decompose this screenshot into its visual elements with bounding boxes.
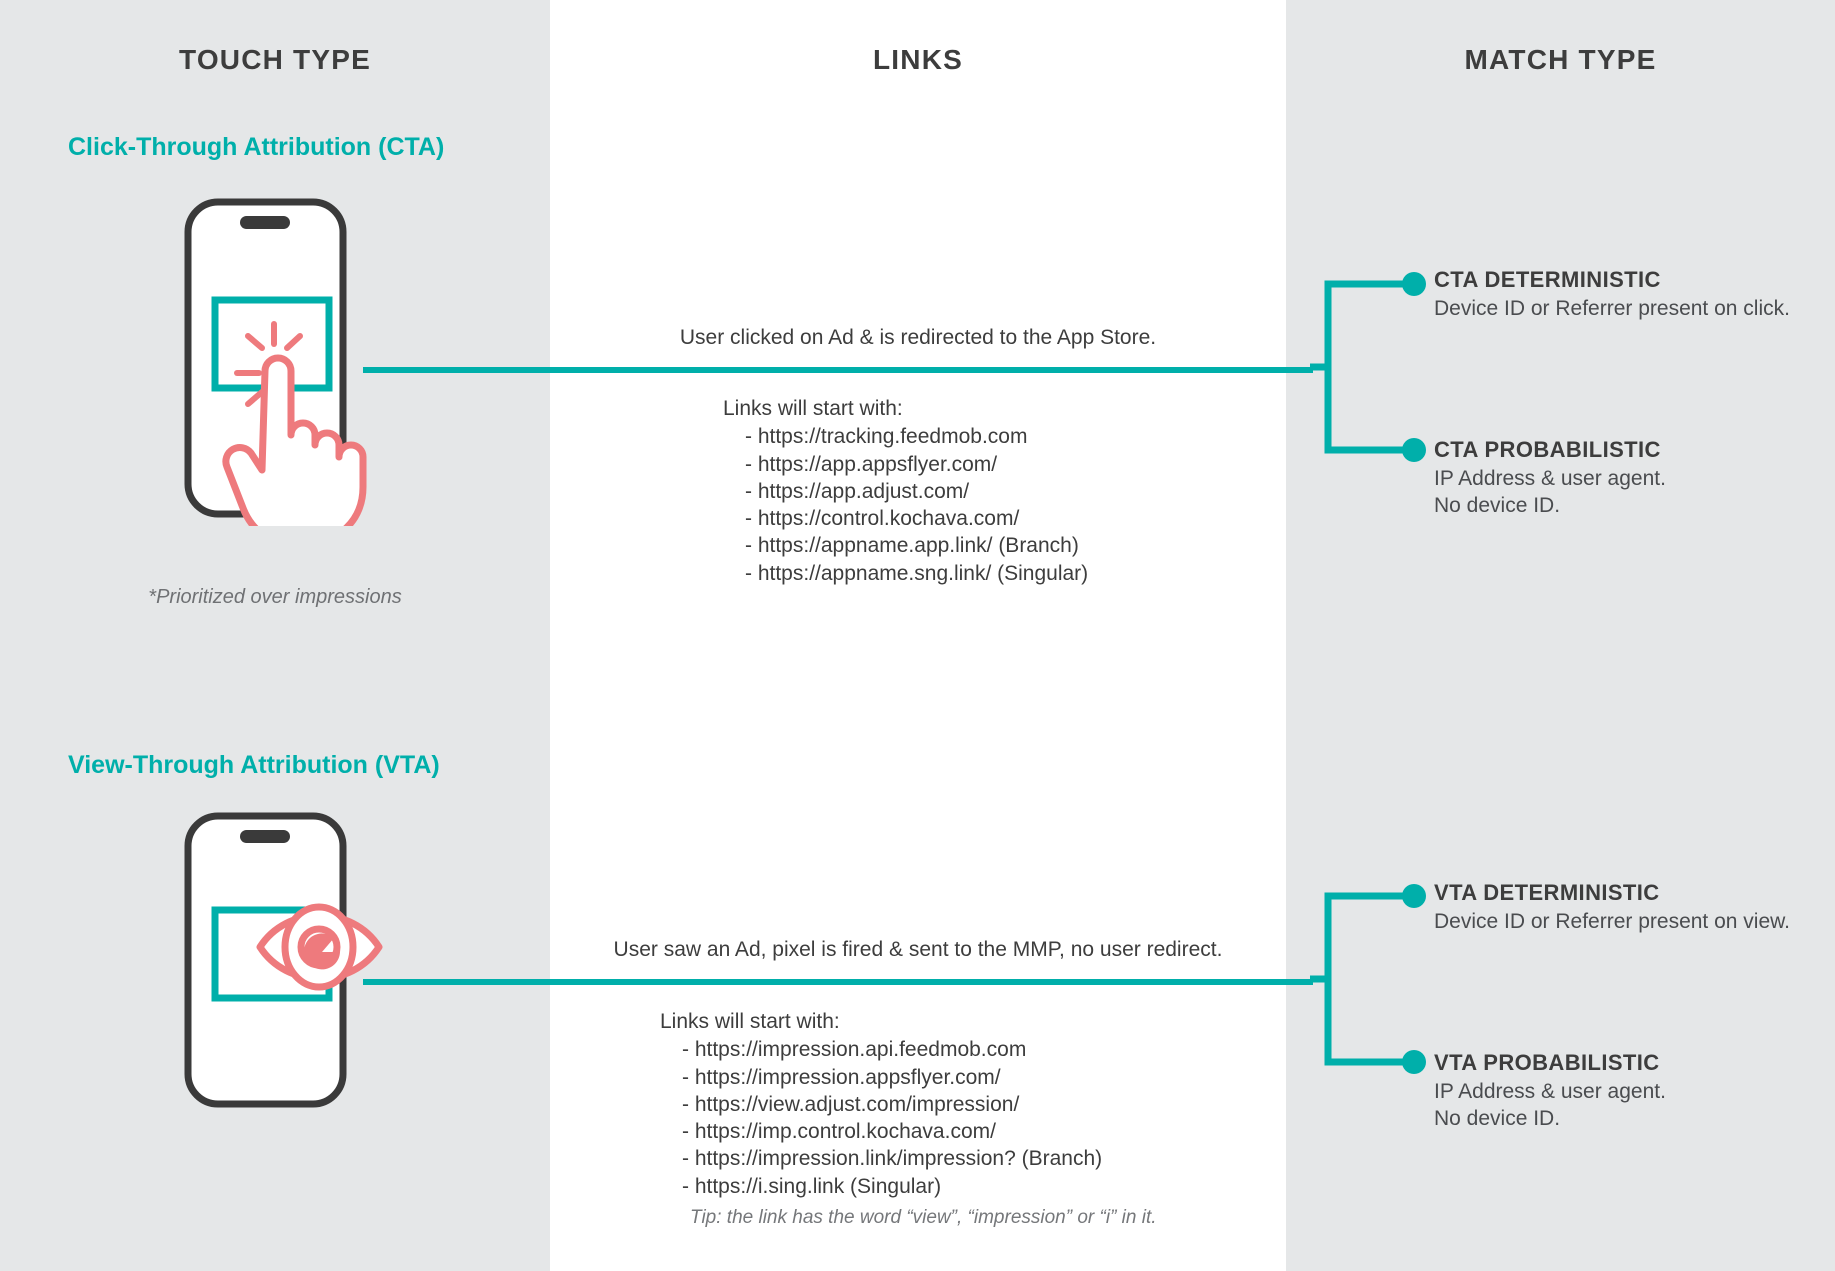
list-item: - https://impression.appsflyer.com/	[682, 1065, 1001, 1089]
cta-footnote: *Prioritized over impressions	[148, 586, 402, 608]
list-item: - https://impression.api.feedmob.com	[682, 1038, 1027, 1062]
match-description: IP Address & user agent. No device ID.	[1434, 1080, 1666, 1130]
cta-section-title: Click-Through Attribution (CTA)	[68, 133, 445, 161]
match-title: CTA DETERMINISTIC	[1434, 267, 1661, 292]
match-item-vta-deterministic: VTA DETERMINISTIC Device ID or Referrer …	[1434, 880, 1829, 936]
list-item: - https://control.kochava.com/	[745, 507, 1020, 531]
list-item: - https://impression.link/impression? (B…	[682, 1147, 1103, 1171]
phone-with-tap-hand-icon	[182, 196, 402, 526]
vta-tip-text: Tip: the link has the word “view”, “impr…	[690, 1207, 1157, 1229]
cta-links-list: Links will start with: - https://trackin…	[723, 395, 1088, 587]
match-title: VTA DETERMINISTIC	[1434, 880, 1660, 905]
match-description: Device ID or Referrer present on view.	[1434, 910, 1790, 933]
match-description: Device ID or Referrer present on click.	[1434, 297, 1790, 320]
vta-links-label: Links will start with:	[660, 1010, 840, 1033]
match-item-vta-probabilistic: VTA PROBABILISTIC IP Address & user agen…	[1434, 1050, 1829, 1133]
list-item: - https://view.adjust.com/impression/	[682, 1092, 1020, 1116]
cta-links-label: Links will start with:	[723, 397, 903, 420]
vta-links-list: Links will start with: - https://impress…	[660, 1008, 1157, 1231]
vta-connector-line	[363, 979, 1313, 985]
vta-lead-text: User saw an Ad, pixel is fired & sent to…	[613, 938, 1223, 961]
list-item: - https://tracking.feedmob.com	[745, 425, 1028, 449]
links-column-background	[550, 0, 1286, 1271]
cta-lead-text: User clicked on Ad & is redirected to th…	[679, 326, 1157, 349]
links-header: LINKS	[873, 44, 963, 75]
cta-connector-line	[363, 367, 1313, 373]
list-item: - https://appname.sng.link/ (Singular)	[745, 561, 1089, 585]
list-item: - https://imp.control.kochava.com/	[682, 1120, 996, 1144]
match-item-cta-deterministic: CTA DETERMINISTIC Device ID or Referrer …	[1434, 267, 1829, 323]
list-item: - https://appname.app.link/ (Branch)	[745, 534, 1079, 558]
touch-type-header: TOUCH TYPE	[179, 44, 371, 75]
cta-bracket-connector	[1306, 262, 1440, 467]
match-title: VTA PROBABILISTIC	[1434, 1050, 1660, 1075]
phone-with-eye-icon	[182, 810, 432, 1110]
match-description: IP Address & user agent. No device ID.	[1434, 467, 1666, 517]
match-title: CTA PROBABILISTIC	[1434, 437, 1661, 462]
list-item: - https://app.appsflyer.com/	[745, 452, 998, 476]
list-item: - https://app.adjust.com/	[745, 479, 970, 503]
match-type-header: MATCH TYPE	[1464, 44, 1657, 75]
list-item: - https://i.sing.link (Singular)	[682, 1174, 942, 1198]
match-item-cta-probabilistic: CTA PROBABILISTIC IP Address & user agen…	[1434, 437, 1829, 520]
vta-bracket-connector	[1306, 874, 1440, 1079]
vta-section-title: View-Through Attribution (VTA)	[68, 751, 440, 779]
